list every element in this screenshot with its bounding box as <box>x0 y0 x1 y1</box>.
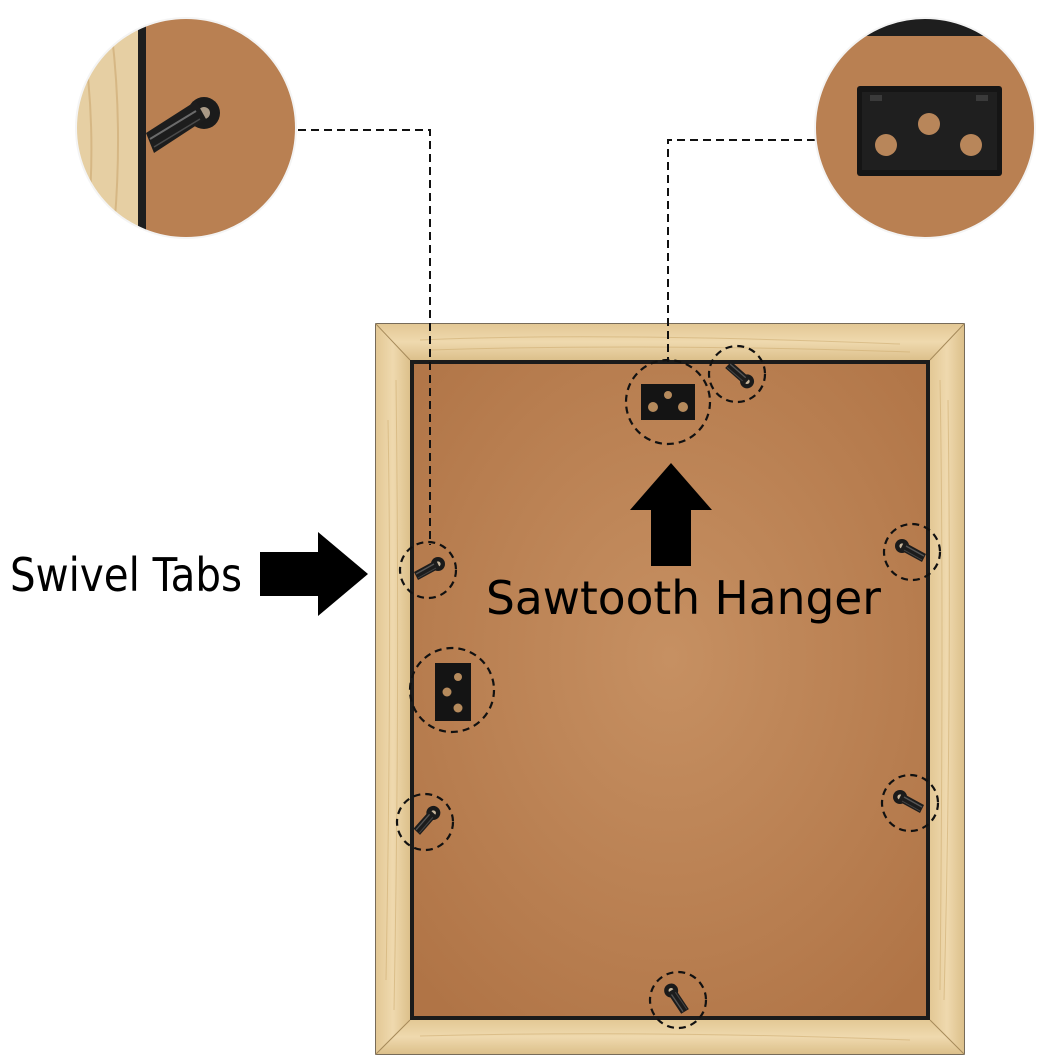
swivel-tab-right-upper-icon <box>882 522 942 582</box>
sawtooth-hanger-left-icon <box>408 646 496 734</box>
arrow-up-icon <box>630 463 712 566</box>
frame-right-rail <box>930 324 964 1054</box>
arrow-right-icon <box>260 532 368 616</box>
frame-bottom-rail <box>376 1020 964 1054</box>
swivel-tabs-label: Swivel Tabs <box>10 548 242 602</box>
swivel-tab-bottom-icon <box>648 970 708 1030</box>
zoom-callout-swivel-tab <box>75 17 297 239</box>
frame-top-rail <box>376 324 964 360</box>
swivel-tab-left-upper-icon <box>398 540 458 600</box>
swivel-tab-left-lower-icon <box>395 792 455 852</box>
sawtooth-hanger-label: Sawtooth Hanger <box>486 571 881 625</box>
swivel-tab-top-icon <box>707 344 767 404</box>
backing-board <box>414 364 926 1016</box>
callout-leader-lines <box>298 129 815 545</box>
swivel-tab-right-lower-icon <box>880 773 940 833</box>
zoom-callout-sawtooth-hanger <box>814 17 1036 239</box>
frame-left-rail <box>376 324 410 1054</box>
